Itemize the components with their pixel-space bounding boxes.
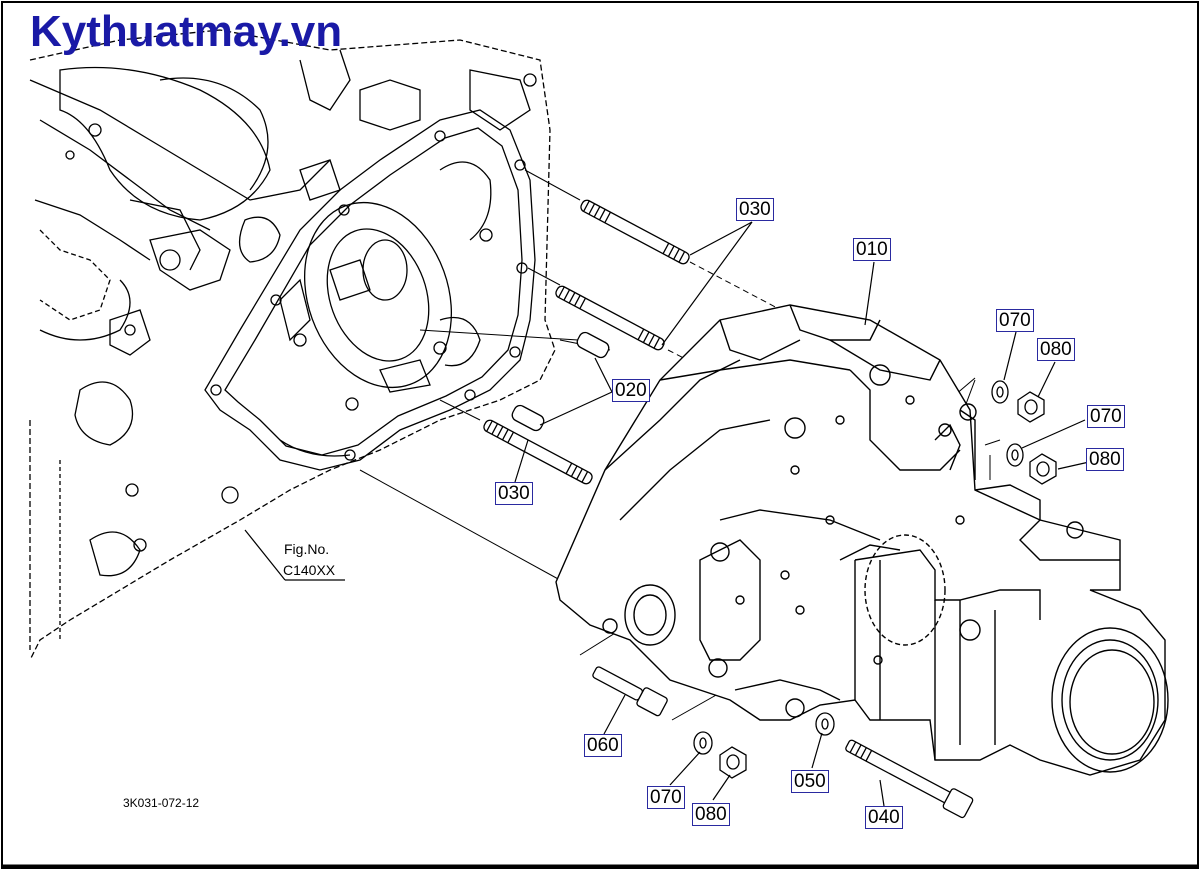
drawing-number: 3K031-072-12 xyxy=(123,796,200,810)
callout-040[interactable]: 040 xyxy=(865,806,903,829)
stud-bolts xyxy=(483,199,690,485)
watermark-text: Kythuatmay.vn xyxy=(30,7,343,56)
callout-020[interactable]: 020 xyxy=(612,379,650,402)
callout-080-top[interactable]: 080 xyxy=(1037,338,1075,361)
dowel-pins xyxy=(511,331,610,432)
callout-050[interactable]: 050 xyxy=(791,770,829,793)
callout-060[interactable]: 060 xyxy=(584,734,622,757)
leader-lines xyxy=(244,221,1099,807)
callout-080-middle[interactable]: 080 xyxy=(1086,448,1124,471)
callout-070-middle[interactable]: 070 xyxy=(1087,405,1125,428)
callout-010[interactable]: 010 xyxy=(853,238,891,261)
fasteners xyxy=(592,380,1057,819)
figure-ref-label: Fig.No. xyxy=(284,541,330,557)
callout-030-top[interactable]: 030 xyxy=(736,198,774,221)
callout-070-top[interactable]: 070 xyxy=(996,309,1034,332)
engine-block xyxy=(29,29,556,661)
callout-070-bottom[interactable]: 070 xyxy=(647,786,685,809)
housing-010 xyxy=(555,304,1169,776)
figure-ref-number: C140XX xyxy=(283,562,336,578)
callout-030-bottom[interactable]: 030 xyxy=(495,482,533,505)
callout-080-bottom[interactable]: 080 xyxy=(692,803,730,826)
